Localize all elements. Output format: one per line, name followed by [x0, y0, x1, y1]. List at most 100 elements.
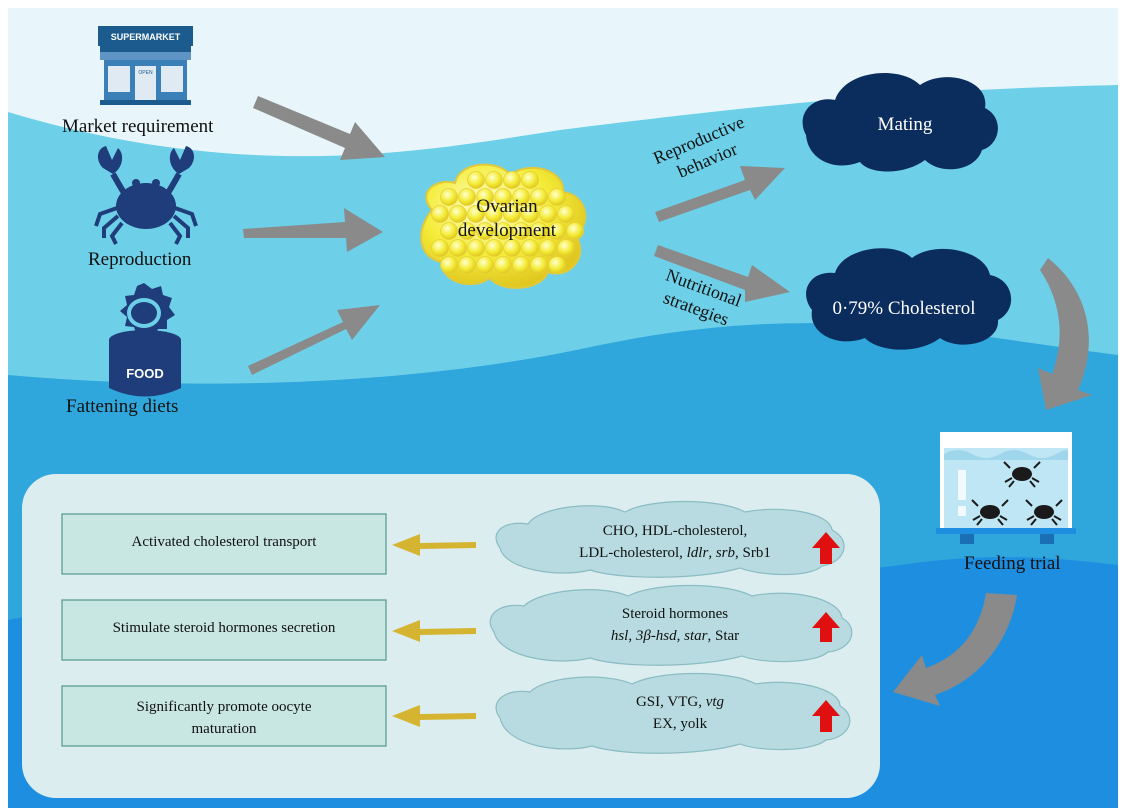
result-box-2-text: Stimulate steroid hormones secretion [112, 620, 336, 636]
cloud-2-gene-star: star [684, 628, 708, 644]
egg-13 [530, 188, 548, 206]
egg-25 [458, 222, 476, 240]
cloud-1-text-c: , Srb1 [735, 545, 771, 561]
arrow-reproduction-to-ovary [243, 208, 383, 252]
egg-14 [548, 188, 566, 206]
egg-35 [485, 239, 503, 257]
cloud-2-text-d: , Star [707, 628, 740, 644]
label-cholesterol: 0·79% Cholesterol [832, 298, 976, 319]
egg-44 [512, 256, 530, 274]
up-arrow-icon-3 [812, 700, 840, 732]
result-box-1 [61, 513, 387, 575]
cloud-2-line-2: hsl, 3β-hsd, star, Star [550, 625, 800, 647]
egg-32 [431, 239, 449, 257]
egg-5 [521, 171, 539, 189]
ovarian-line-1: Ovarian [476, 196, 538, 217]
cloud-1-text-b: , [708, 545, 716, 561]
cloud-2-gene-hsl: hsl [610, 628, 629, 644]
egg-45 [530, 256, 548, 274]
cloud-2-line-1: Steroid hormones [621, 606, 729, 622]
result-box-3-text: Significantly promote oocyte maturation [62, 696, 386, 740]
input-arrows [243, 96, 1092, 706]
egg-30 [548, 222, 566, 240]
cloud-1-gene-srb: srb [715, 545, 735, 561]
gold-arrow-3 [392, 705, 476, 727]
food-can-icon [109, 283, 181, 397]
egg-36 [503, 239, 521, 257]
result-cloud-1-text: CHO, HDL-cholesterol, LDL-cholesterol, l… [540, 520, 810, 564]
egg-2 [467, 171, 485, 189]
gold-arrow-2 [392, 620, 476, 642]
egg-41 [458, 256, 476, 274]
cloud-1-gene-ldlr: ldlr [686, 545, 709, 561]
cloud-3-line-1: GSI, VTG, vtg [570, 691, 790, 713]
supermarket-icon [98, 26, 193, 105]
egg-9 [458, 188, 476, 206]
egg-34 [467, 239, 485, 257]
up-arrow-icon-2 [812, 612, 840, 642]
egg-40 [440, 256, 458, 274]
egg-4 [503, 171, 521, 189]
result-cloud-2-text: Steroid hormones hsl, 3β-hsd, star, Star [550, 603, 800, 647]
arrow-to-cholesterol [654, 245, 790, 302]
cloud-1-line-2: LDL-cholesterol, ldlr, srb, Srb1 [540, 542, 810, 564]
egg-10 [476, 188, 494, 206]
cloud-1-line-1: CHO, HDL-cholesterol, [602, 523, 748, 539]
cloud-2-gene-3bhsd: 3β-hsd [635, 628, 677, 644]
egg-28 [512, 222, 530, 240]
egg-12 [512, 188, 530, 206]
arrow-market-to-ovary [253, 96, 385, 160]
egg-17 [449, 205, 467, 223]
label-ovarian-development: Ovarian development [452, 195, 562, 243]
egg-31 [566, 222, 584, 240]
arrow-to-mating [655, 166, 785, 222]
supermarket-sign: SUPERMARKET [111, 32, 181, 42]
label-market-requirement: Market requirement [62, 116, 214, 137]
egg-46 [548, 256, 566, 274]
result-box-2 [61, 599, 387, 661]
gold-arrows [392, 534, 476, 727]
result-box-3-line-1: Significantly promote oocyte [136, 699, 312, 715]
result-cloud-1 [495, 500, 845, 578]
egg-23 [557, 205, 575, 223]
result-cloud-3 [495, 672, 851, 754]
egg-42 [476, 256, 494, 274]
result-box-3 [61, 685, 387, 747]
egg-22 [539, 205, 557, 223]
feeding-tank-icon [936, 432, 1076, 544]
cloud-3-line-2: EX, yolk [652, 716, 708, 732]
door-sign: OPEN [138, 70, 153, 76]
arrow-fattening-to-ovary [248, 305, 380, 375]
label-fattening-diets: Fattening diets [66, 396, 179, 417]
egg-27 [494, 222, 512, 240]
egg-43 [494, 256, 512, 274]
cloud-cholesterol [806, 248, 1012, 350]
result-cloud-3-text: GSI, VTG, vtg EX, yolk [570, 691, 790, 735]
egg-39 [557, 239, 575, 257]
egg-21 [521, 205, 539, 223]
egg-16 [431, 205, 449, 223]
up-arrows [812, 532, 840, 732]
egg-24 [440, 222, 458, 240]
can-label: FOOD [126, 366, 164, 381]
label-reproduction: Reproduction [88, 249, 192, 270]
cloud-2-text-c: , [676, 628, 685, 644]
egg-18 [467, 205, 485, 223]
label-mating: Mating [877, 114, 933, 135]
cloud-1-text-a: LDL-cholesterol, [579, 545, 687, 561]
gold-arrow-1 [392, 534, 476, 556]
egg-29 [530, 222, 548, 240]
cloud-3-gene-vtg: vtg [705, 694, 725, 710]
result-cloud-2 [489, 584, 853, 666]
crab-icon [94, 146, 198, 245]
result-box-1-text: Activated cholesterol transport [131, 534, 317, 550]
label-feeding-trial: Feeding trial [964, 553, 1061, 574]
arrow-to-results [893, 593, 1017, 706]
egg-26 [476, 222, 494, 240]
egg-11 [494, 188, 512, 206]
result-box-3-line-2: maturation [191, 721, 257, 737]
egg-38 [539, 239, 557, 257]
egg-37 [521, 239, 539, 257]
